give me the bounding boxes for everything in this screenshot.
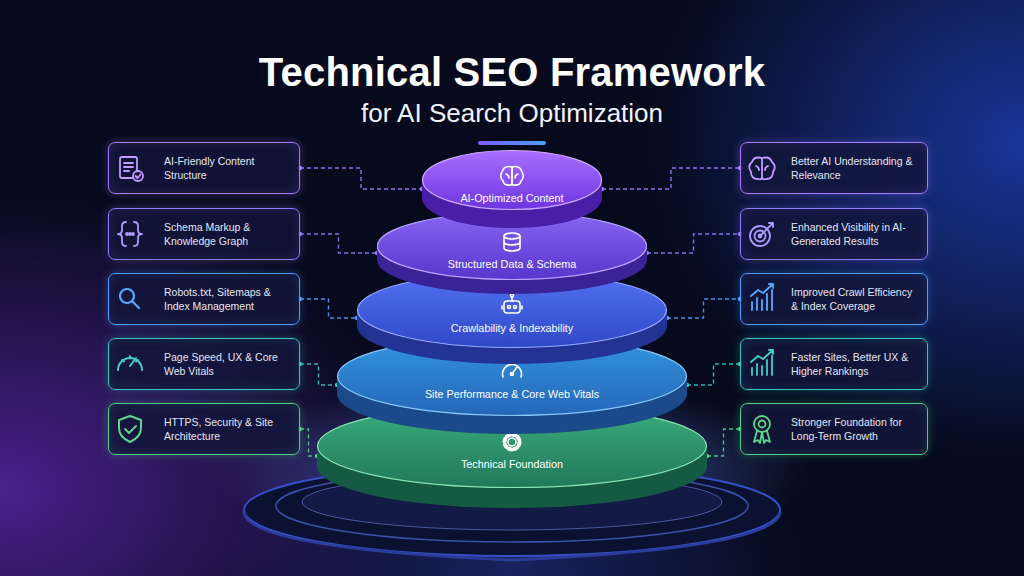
tier-label: AI-Optimized Content (422, 191, 602, 206)
dashed-connector (602, 168, 740, 189)
dashed-connector (300, 234, 377, 253)
tier-icon (504, 233, 520, 251)
info-box: Stronger Foundation for Long-Term Growth (740, 403, 928, 455)
info-box: Faster Sites, Better UX & Higher Ranking… (740, 338, 928, 390)
disc-shape (422, 150, 602, 228)
chart-up-icon (751, 284, 773, 310)
info-box: Schema Markup & Knowledge Graph (108, 208, 300, 260)
disc-top (378, 213, 647, 280)
dashed-connector (300, 364, 337, 385)
info-box: Better AI Understanding & Relevance (740, 142, 928, 194)
pyramid-tier: AI-Optimized Content (422, 150, 602, 228)
tier-label: Crawlability & Indexability (357, 321, 667, 336)
document-check-icon (120, 157, 143, 181)
disc-top (338, 337, 687, 416)
disc-top (318, 405, 707, 488)
dashed-connector (300, 429, 317, 456)
box-text: Page Speed, UX & Core Web Vitals (164, 350, 291, 378)
tier-label: Structured Data & Schema (377, 257, 647, 272)
tier-label: Site Performance & Core Web Vitals (337, 387, 687, 402)
box-text: Better AI Understanding & Relevance (791, 154, 919, 182)
disc-top (423, 151, 602, 210)
gauge-icon (118, 356, 142, 370)
tier-icon (503, 364, 522, 377)
shield-icon (119, 416, 141, 442)
box-text: Faster Sites, Better UX & Higher Ranking… (791, 350, 919, 378)
box-text: Enhanced Visibility in AI-Generated Resu… (791, 220, 919, 248)
box-text: Stronger Foundation for Long-Term Growth (791, 415, 919, 443)
brain-icon (749, 158, 775, 180)
tier-icon (505, 435, 520, 450)
dashed-connector (300, 299, 357, 318)
dashed-connector (667, 299, 740, 318)
dashed-connector (707, 429, 740, 456)
title: Technical SEO Framework (0, 50, 1024, 95)
subtitle: for AI Search Optimization (0, 98, 1024, 129)
info-box: HTTPS, Security & Site Architecture (108, 403, 300, 455)
box-text: HTTPS, Security & Site Architecture (164, 415, 291, 443)
disc-top (358, 273, 667, 348)
info-box: Robots.txt, Sitemaps & Index Management (108, 273, 300, 325)
tier-icon (502, 294, 522, 313)
box-text: Improved Crawl Efficiency & Index Covera… (791, 285, 919, 313)
info-box: Enhanced Visibility in AI-Generated Resu… (740, 208, 928, 260)
title-underline (478, 141, 546, 145)
box-text: Robots.txt, Sitemaps & Index Management (164, 285, 291, 313)
info-box: AI-Friendly Content Structure (108, 142, 300, 194)
tier-label: Technical Foundation (317, 457, 707, 472)
box-text: Schema Markup & Knowledge Graph (164, 220, 291, 248)
chart-up-icon (751, 350, 773, 375)
info-box: Improved Crawl Efficiency & Index Covera… (740, 273, 928, 325)
tier-icon (501, 167, 524, 186)
info-box: Page Speed, UX & Core Web Vitals (108, 338, 300, 390)
braces-icon (118, 222, 142, 246)
dashed-connector (687, 364, 740, 385)
target-icon (750, 223, 773, 246)
magnifier-icon (120, 289, 139, 308)
dashed-connector (300, 168, 422, 189)
box-text: AI-Friendly Content Structure (164, 154, 291, 182)
dashed-connector (647, 234, 740, 253)
award-icon (754, 416, 770, 443)
base-rim (244, 512, 780, 560)
